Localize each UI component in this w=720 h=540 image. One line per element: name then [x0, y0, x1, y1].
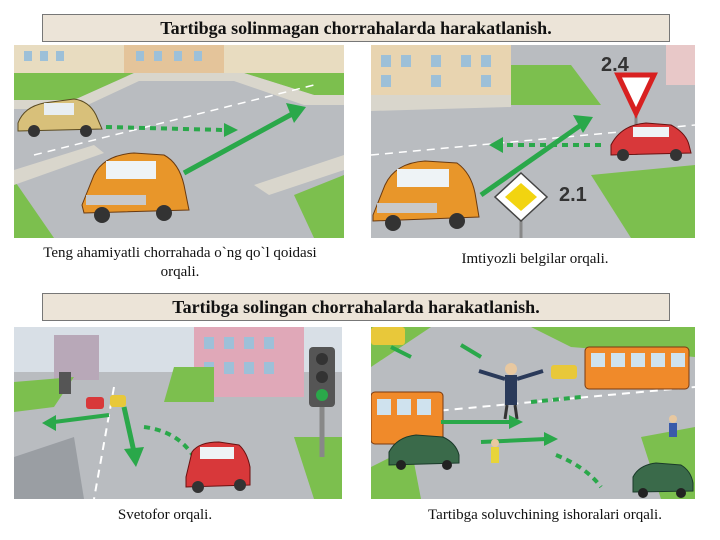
illustration-traffic-light: [14, 327, 342, 499]
illustration-traffic-controller: [371, 327, 695, 499]
section2-title: Tartibga solingan chorrahalarda harakatl…: [42, 293, 670, 321]
caption-priority-signs: Imtiyozli belgilar orqali.: [461, 251, 609, 267]
caption-traffic-controller: Tartibga soluvchining ishoralari orqali.: [428, 507, 662, 523]
sign-label-2-1: 2.1: [559, 184, 587, 206]
caption-right-hand-rule: Teng ahamiyatli chorrahada o`ng qo`l qoi…: [43, 245, 317, 280]
illustration-right-hand-rule: [14, 45, 344, 238]
section1-title: Tartibga solinmagan chorrahalarda haraka…: [42, 14, 670, 42]
illustration-priority-signs: 2.4 2.1: [371, 45, 695, 238]
caption-traffic-light: Svetofor orqali.: [117, 507, 213, 523]
sign-label-2-4: 2.4: [601, 54, 630, 76]
